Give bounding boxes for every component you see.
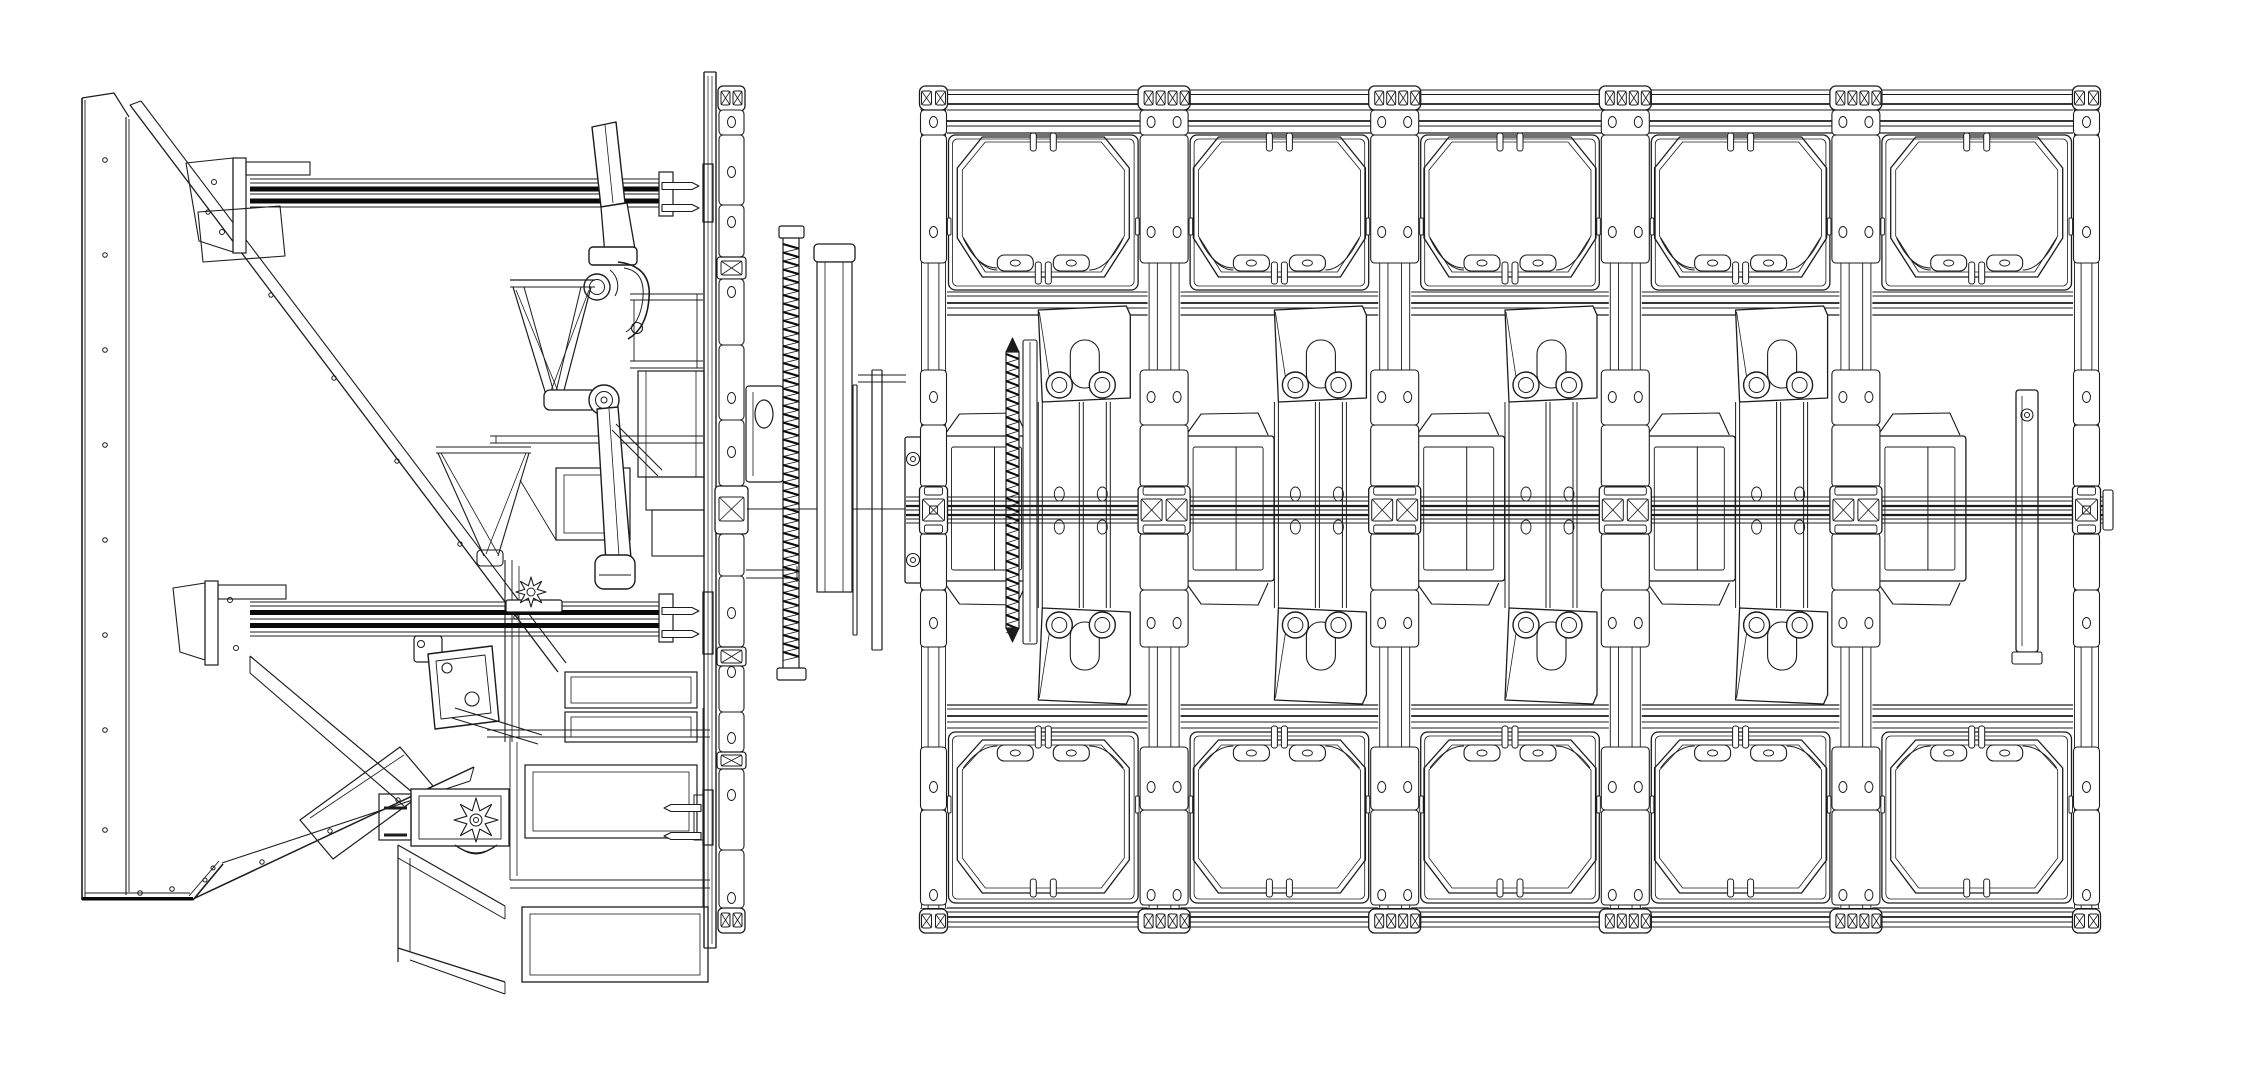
discharge-chute bbox=[397, 844, 506, 995]
star-knob-bracket bbox=[378, 788, 510, 855]
frame-post bbox=[1370, 109, 1420, 906]
lead-screw bbox=[1005, 337, 1038, 645]
post-connectors bbox=[1598, 85, 1652, 934]
panel-module bbox=[1188, 725, 1371, 904]
bottom-rail bbox=[920, 907, 2100, 928]
panel-module bbox=[947, 725, 1140, 904]
side-view bbox=[81, 71, 923, 995]
metering-motor bbox=[413, 635, 543, 745]
shuttle-mechanism bbox=[1181, 305, 1368, 705]
top-rail bbox=[920, 89, 2100, 134]
bay-side-plate bbox=[2011, 389, 2043, 665]
funnel-truss bbox=[510, 279, 663, 590]
post-connectors bbox=[918, 85, 949, 934]
panel-module bbox=[947, 132, 1140, 291]
frame-post bbox=[1831, 109, 1881, 906]
frame-disc-edge bbox=[703, 71, 717, 949]
shuttle-plate-side bbox=[813, 243, 856, 593]
agitator-lever bbox=[583, 121, 650, 340]
post-connectors bbox=[1137, 85, 1191, 934]
front-view bbox=[906, 85, 2114, 934]
post-connectors bbox=[1368, 85, 1422, 934]
lower-mid-rail bbox=[920, 704, 2100, 729]
frame-post-side bbox=[714, 85, 749, 934]
center-rail bbox=[906, 489, 2114, 531]
frame-posts bbox=[918, 85, 2102, 934]
back-panel bbox=[81, 92, 224, 901]
guide-plates-side bbox=[852, 369, 906, 651]
panel-module bbox=[1880, 132, 2073, 291]
rail-wing-bolt bbox=[505, 576, 563, 613]
panel-module bbox=[1649, 132, 1832, 291]
panel-row-top bbox=[947, 132, 2073, 291]
frame-post bbox=[919, 109, 948, 906]
lead-screw-side bbox=[776, 225, 807, 681]
panel-module bbox=[1419, 132, 1601, 291]
frame-post bbox=[1139, 109, 1189, 906]
frame-post bbox=[1600, 109, 1650, 906]
panel-module bbox=[1419, 725, 1601, 904]
upper-cross-rail bbox=[185, 157, 714, 263]
post-connectors bbox=[2071, 85, 2102, 934]
frame-post bbox=[2072, 109, 2101, 906]
shuttle-mechanism bbox=[1873, 412, 1967, 606]
base-frame bbox=[487, 671, 710, 983]
panel-module bbox=[1649, 725, 1832, 904]
panel-module bbox=[1188, 132, 1371, 291]
panel-row-bottom bbox=[947, 725, 2073, 904]
shuttle-mechanism bbox=[1642, 305, 1829, 705]
panel-module bbox=[1880, 725, 2073, 904]
hopper-side-panel bbox=[129, 100, 567, 900]
post-connectors bbox=[1829, 85, 1883, 934]
